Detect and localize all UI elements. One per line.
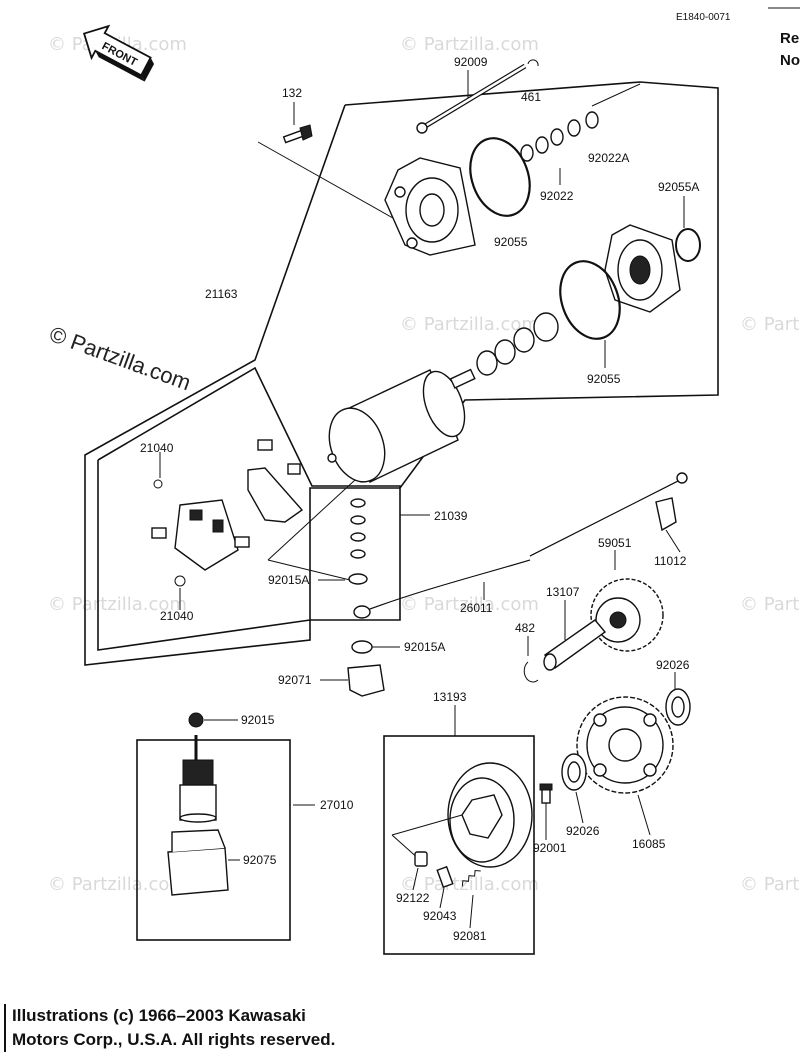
- watermark: © Partzilla.com: [400, 874, 539, 895]
- part-label-26011: 26011: [460, 601, 493, 615]
- rear-cover: [384, 157, 476, 256]
- part-label-92081: 92081: [453, 929, 487, 943]
- watermark: © Partzilla.com: [740, 314, 800, 335]
- part-label-132: 132: [282, 86, 302, 100]
- part-label-92055-mid: 92055: [587, 372, 621, 386]
- part-label-92015A-1: 92015A: [268, 573, 309, 587]
- part-label-92026-bottom: 92026: [566, 824, 600, 838]
- part-label-92015: 92015: [241, 713, 275, 727]
- brush-plate: [247, 439, 304, 523]
- part-label-21040-top: 21040: [140, 441, 174, 455]
- terminal-washers: [348, 498, 368, 585]
- part-label-461: 461: [521, 90, 541, 104]
- brush-holder-outline: [97, 366, 401, 651]
- corner-text: Re No: [780, 28, 800, 72]
- part-label-21163: 21163: [205, 287, 238, 301]
- part-label-92026-top: 92026: [656, 658, 690, 672]
- solenoid-box: [136, 739, 291, 941]
- clutch-box: [383, 735, 535, 955]
- one-way-clutch: [447, 762, 533, 868]
- part-label-92022: 92022: [540, 189, 574, 203]
- washer-stack-top: [520, 111, 599, 162]
- watermark: © Partzilla.com: [48, 594, 187, 615]
- front-arrow-icon: FRONT: [82, 24, 155, 82]
- gear-59051: [590, 578, 664, 652]
- corner-text-line: Re: [780, 30, 800, 47]
- part-label-59051: 59051: [598, 536, 632, 550]
- partzilla-watermark: © Partzilla.com: [46, 321, 194, 395]
- watermark: © Partzilla.com: [400, 314, 539, 335]
- solenoid: [179, 735, 217, 823]
- part-label-92001: 92001: [533, 841, 567, 855]
- part-label-13107: 13107: [546, 585, 580, 599]
- watermark: © Partzilla.com: [400, 594, 539, 615]
- part-label-21040-bottom: 21040: [160, 609, 194, 623]
- washer-stack-mid: [476, 312, 559, 376]
- bolt-132: [282, 124, 313, 144]
- watermarks: © Partzilla.com © Partzilla.com © Partzi…: [48, 34, 800, 895]
- copyright-line-1: Illustrations (c) 1966–2003 Kawasaki: [12, 1006, 306, 1025]
- front-cover: [604, 224, 681, 313]
- starter-yoke: [327, 368, 476, 483]
- watermark: © Partzilla.com: [48, 874, 187, 895]
- brush-holder: [151, 499, 250, 571]
- corner-text-line: No: [780, 52, 800, 69]
- copyright-footer: Illustrations (c) 1966–2003 Kawasaki Mot…: [4, 1004, 335, 1052]
- part-label-92075: 92075: [243, 853, 277, 867]
- part-label-27010: 27010: [320, 798, 354, 812]
- bolt-92001: [539, 783, 553, 804]
- diagram-code: E1840-0071: [676, 12, 731, 23]
- part-label-16085: 16085: [632, 837, 666, 851]
- watermark: © Partzilla.com: [740, 594, 800, 615]
- part-label-92071: 92071: [278, 673, 312, 687]
- part-label-92055A: 92055A: [658, 180, 699, 194]
- copyright-line-2: Motors Corp., U.S.A. All rights reserved…: [12, 1030, 336, 1049]
- part-label-11012: 11012: [654, 554, 687, 568]
- part-label-92015A-2: 92015A: [404, 640, 445, 654]
- watermark: © Partzilla.com: [740, 874, 800, 895]
- gear-16085: [576, 696, 674, 794]
- part-label-482: 482: [515, 621, 535, 635]
- part-label-13193: 13193: [433, 690, 467, 704]
- part-label-92009: 92009: [454, 55, 488, 69]
- part-label-92122: 92122: [396, 891, 430, 905]
- part-label-92055-top: 92055: [494, 235, 528, 249]
- part-label-92043: 92043: [423, 909, 457, 923]
- watermark: © Partzilla.com: [400, 34, 539, 55]
- part-label-21039: 21039: [434, 509, 468, 523]
- starter-assembly-outline: [84, 81, 719, 666]
- part-label-92022A: 92022A: [588, 151, 629, 165]
